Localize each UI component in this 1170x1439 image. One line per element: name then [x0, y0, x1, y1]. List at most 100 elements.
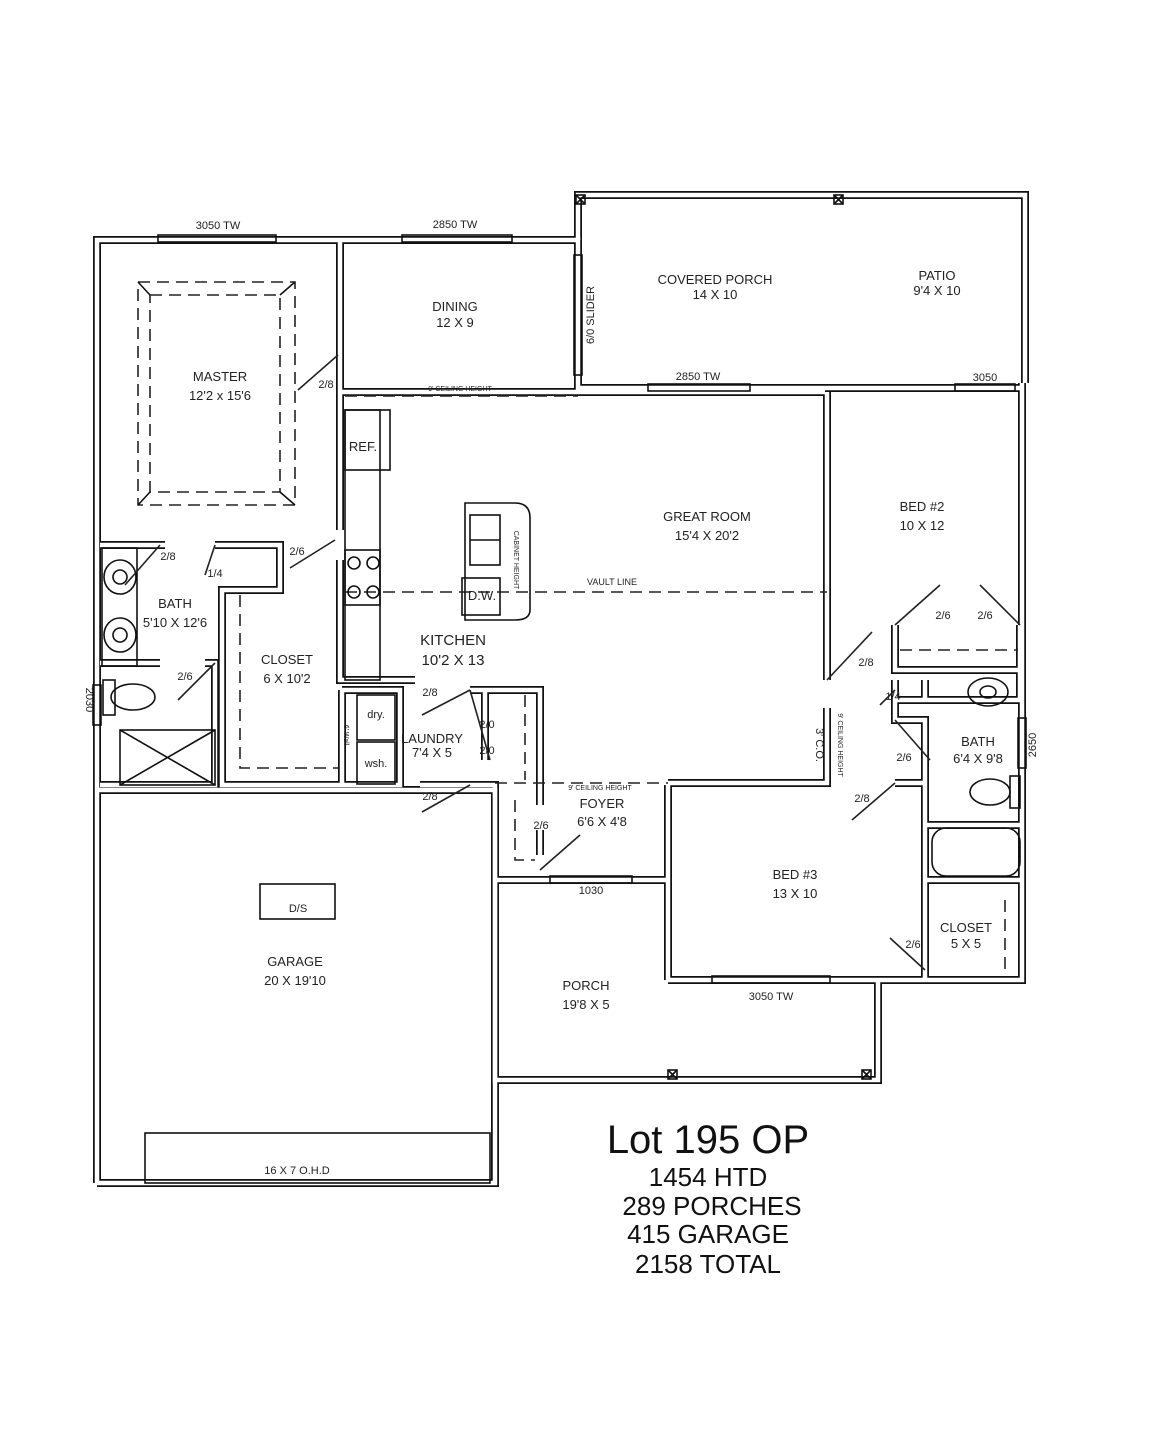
- plan-label: 2/6: [289, 546, 304, 558]
- ds-box: [259, 883, 336, 920]
- plan-label: GREAT ROOM: [663, 509, 751, 524]
- range: [344, 549, 381, 606]
- plan-label: dry.: [367, 709, 385, 721]
- shower-icon: [119, 729, 216, 786]
- notes: 9' CEILING HEIGHT 9' CEILING HEIGHT 9' C…: [289, 386, 843, 915]
- plan-label: 5'10 X 12'6: [143, 615, 207, 630]
- door-labels: 2/8 2/8 1/4 2/6 2/6 2/8 2/0 2/0 2/6 2/6 …: [160, 379, 992, 951]
- plan-label: 12 X 9: [436, 315, 474, 330]
- room-labels: COVERED PORCH 14 X 10 PATIO 9'4 X 10 DIN…: [143, 268, 1003, 1012]
- plan-label: D.W.: [468, 588, 496, 603]
- plan-label: 6 X 10'2: [263, 671, 310, 686]
- fixtures: [92, 194, 1027, 1184]
- garage-door: [144, 1132, 491, 1184]
- washer: [356, 741, 396, 785]
- refrigerator: [344, 409, 391, 471]
- heated-area: 1454 HTD: [649, 1162, 768, 1192]
- plan-label: REF.: [349, 439, 377, 454]
- plan-label: wsh.: [364, 758, 388, 770]
- windows: [92, 234, 1027, 984]
- plan-label: PORCH: [563, 978, 610, 993]
- window-label: 2030: [83, 688, 95, 712]
- total-area: 2158 TOTAL: [635, 1249, 781, 1279]
- plan-label: 2/6: [977, 610, 992, 622]
- plan-label: BED #3: [773, 867, 818, 882]
- plan-label: 1/4: [207, 568, 222, 580]
- plan-label: 13 X 10: [773, 886, 818, 901]
- toilet-icon: [102, 679, 156, 716]
- plan-label: 2/8: [422, 791, 437, 803]
- lot-title: Lot 195 OP: [607, 1118, 809, 1162]
- dryer: [356, 694, 396, 741]
- plan-label: CABINET HEIGHT: [512, 531, 519, 590]
- plan-label: DINING: [432, 299, 478, 314]
- plan-label: 10'2 X 13: [422, 652, 485, 669]
- plan-label: 12'2 x 15'6: [189, 388, 251, 403]
- window-label: 6/0 SLIDER: [585, 286, 597, 344]
- plan-label: 3' C.O.: [813, 728, 825, 762]
- post-icons: [575, 194, 872, 1080]
- master-sink-icons: [101, 547, 138, 667]
- plan-label: 2/0: [479, 745, 494, 757]
- plan-label: 6'4 X 9'8: [953, 751, 1003, 766]
- plan-label: 6' Wall: [342, 725, 349, 746]
- plan-label: 1/4: [885, 691, 900, 703]
- plan-label: COVERED PORCH: [658, 272, 773, 287]
- plan-label: GARAGE: [267, 954, 323, 969]
- window-label: 3050 TW: [196, 220, 241, 232]
- plan-label: BATH: [158, 596, 192, 611]
- plan-label: 2/8: [318, 379, 333, 391]
- walls: [97, 195, 1025, 1183]
- plan-label: 2/8: [854, 793, 869, 805]
- plan-label: BATH: [961, 734, 995, 749]
- plan-label: FOYER: [580, 796, 625, 811]
- kitchen-island: [464, 502, 531, 621]
- plan-label: 10 X 12: [900, 518, 945, 533]
- plan-label: KITCHEN: [420, 632, 486, 649]
- window-label: 2850 TW: [433, 219, 478, 231]
- window-label: 3050 TW: [749, 991, 794, 1003]
- plan-label: 2/0: [479, 719, 494, 731]
- plan-label: VAULT LINE: [587, 577, 637, 587]
- plan-label: CLOSET: [261, 652, 313, 667]
- plan-label: 9'4 X 10: [913, 283, 960, 298]
- plan-label: 14 X 10: [693, 287, 738, 302]
- plan-label: 2/6: [935, 610, 950, 622]
- bath2-sink-icon: [967, 677, 1009, 707]
- plan-label: 2/8: [160, 551, 175, 563]
- plan-label: 2/6: [896, 752, 911, 764]
- plan-label: 19'8 X 5: [562, 997, 609, 1012]
- window-label: 3050: [973, 372, 997, 384]
- bath2-toilet-icon: [969, 775, 1021, 809]
- garage-area: 415 GARAGE: [627, 1219, 789, 1249]
- plan-label: 9' CEILING HEIGHT: [836, 713, 843, 777]
- plan-label: 6'6 X 4'8: [577, 814, 627, 829]
- plan-label: 5 X 5: [951, 936, 981, 951]
- window-label: 2650: [1027, 733, 1039, 757]
- porch-area: 289 PORCHES: [622, 1191, 801, 1221]
- plan-label: D/S: [289, 903, 307, 915]
- dashed-lines: [137, 281, 1018, 975]
- window-label: 2850 TW: [676, 371, 721, 383]
- plan-label: 2/6: [177, 671, 192, 683]
- dishwasher: [461, 577, 501, 616]
- area-summary: Lot 195 OP 1454 HTD 289 PORCHES 415 GARA…: [607, 1118, 809, 1279]
- plan-label: 15'4 X 20'2: [675, 528, 739, 543]
- plan-label: 2/8: [422, 687, 437, 699]
- plan-label: 2/6: [533, 820, 548, 832]
- plan-label: 9' CEILING HEIGHT: [428, 386, 492, 393]
- door-swings: [124, 354, 1021, 971]
- plan-label: BED #2: [900, 499, 945, 514]
- plan-label: CLOSET: [940, 920, 992, 935]
- plan-label: 2/8: [858, 657, 873, 669]
- window-labels: 3050 TW 2850 TW 2850 TW 3050 3050 TW 103…: [83, 219, 1039, 1177]
- burner-icons: [347, 556, 380, 599]
- plan-label: 7'4 X 5: [412, 745, 452, 760]
- plan-label: LAUNDRY: [401, 731, 463, 746]
- bathtub: [931, 827, 1021, 877]
- plan-label: PATIO: [918, 268, 955, 283]
- plan-label: MASTER: [193, 369, 247, 384]
- plan-label: 2/6: [905, 939, 920, 951]
- plan-label: 9' CEILING HEIGHT: [568, 785, 632, 792]
